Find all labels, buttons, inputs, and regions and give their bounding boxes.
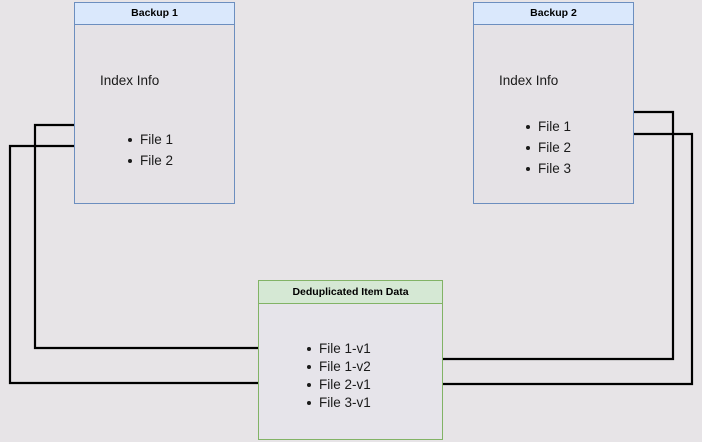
node-backup-1-body: Index Info File 1 File 2 <box>75 25 234 203</box>
list-item[interactable]: File 1-v1 <box>306 340 371 358</box>
node-backup-1-title: Backup 1 <box>75 3 234 25</box>
node-dedup-title: Deduplicated Item Data <box>259 281 442 304</box>
dedup-file-list: File 1-v1 File 1-v2 File 2-v1 File 3-v1 <box>306 340 371 412</box>
list-item[interactable]: File 1 <box>127 129 173 150</box>
list-item[interactable]: File 3 <box>525 158 571 179</box>
list-item[interactable]: File 2-v1 <box>306 376 371 394</box>
backup-2-index-label: Index Info <box>499 73 559 88</box>
node-deduplicated-item-data[interactable]: Deduplicated Item Data File 1-v1 File 1-… <box>258 280 443 440</box>
list-item[interactable]: File 2 <box>525 137 571 158</box>
list-item[interactable]: File 1-v2 <box>306 358 371 376</box>
node-backup-2-body: Index Info File 1 File 2 File 3 <box>474 25 633 203</box>
list-item[interactable]: File 3-v1 <box>306 394 371 412</box>
node-backup-2-title: Backup 2 <box>474 3 633 25</box>
list-item[interactable]: File 2 <box>127 150 173 171</box>
backup-2-file-list: File 1 File 2 File 3 <box>525 116 571 179</box>
list-item[interactable]: File 1 <box>525 116 571 137</box>
node-backup-2[interactable]: Backup 2 Index Info File 1 File 2 File 3 <box>473 2 634 204</box>
backup-1-file-list: File 1 File 2 <box>127 129 173 171</box>
node-dedup-body: File 1-v1 File 1-v2 File 2-v1 File 3-v1 <box>259 304 442 440</box>
node-backup-1[interactable]: Backup 1 Index Info File 1 File 2 <box>74 2 235 204</box>
backup-1-index-label: Index Info <box>100 73 160 88</box>
